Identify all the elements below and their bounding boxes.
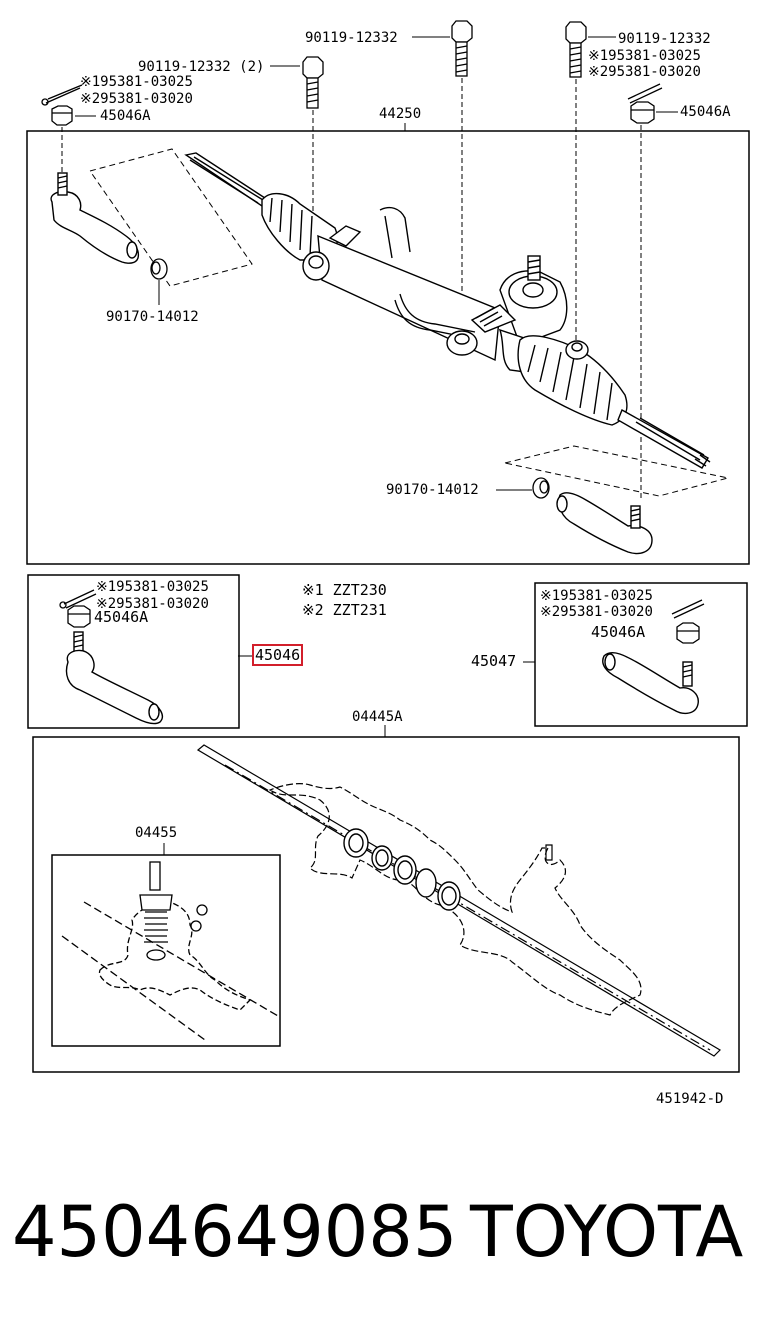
- inset-frame: [51, 854, 281, 1047]
- label-bolt-top-center: 90119-12332: [305, 30, 398, 46]
- main-panel-frame: [26, 130, 750, 565]
- label-nut-left: 45046A: [100, 108, 151, 124]
- gear-seals: [343, 828, 461, 911]
- label-nut-right: 45046A: [680, 104, 731, 120]
- cotter-pin-right: [627, 83, 663, 104]
- note-1: ※1 ZZT230: [302, 581, 387, 599]
- tie-rod-end-box-right: [602, 652, 699, 715]
- label-pin-left-2: ※295381-03020: [80, 91, 193, 107]
- bushing-left: [150, 258, 168, 280]
- tie-rod-end-left: [50, 172, 140, 264]
- right-dashed-box: [504, 445, 729, 497]
- label-box-right-nut: 45046A: [591, 623, 646, 641]
- left-dashed-box: [89, 148, 253, 287]
- bushing-right: [532, 477, 550, 499]
- bolt-right: [565, 21, 587, 78]
- cotter-pin-left: [41, 84, 83, 106]
- footer-brand: TOYOTA: [470, 1191, 744, 1273]
- label-inset: 04455: [135, 825, 178, 841]
- label-part-45047: 45047: [471, 652, 517, 670]
- footer-part-number: 4504649085: [12, 1191, 458, 1273]
- right-end-box-frame: [534, 582, 748, 727]
- gear-housing-outline: [196, 744, 721, 1057]
- gear-panel-frame: [32, 736, 740, 1073]
- label-box-left-pin-1: ※195381-03025: [96, 579, 209, 595]
- drawing-reference: 451942-D: [656, 1091, 724, 1107]
- label-bolt-top-right: 90119-12332: [618, 31, 711, 47]
- cotter-pin-box-right: [671, 599, 705, 619]
- label-gear-assembly: 04445A: [352, 709, 403, 725]
- nut-right: [630, 101, 655, 124]
- note-2: ※2 ZZT231: [302, 601, 387, 619]
- cotter-pin-box-left: [59, 589, 97, 609]
- label-bushing-left: 90170-14012: [106, 309, 199, 325]
- label-bushing-right: 90170-14012: [386, 482, 479, 498]
- nut-left: [51, 105, 73, 126]
- label-part-45046: 45046: [252, 644, 304, 666]
- label-pin-left-1: ※195381-03025: [80, 74, 193, 90]
- rack-housing: [184, 152, 711, 469]
- label-assembly: 44250: [379, 106, 422, 122]
- left-end-box-frame: [27, 574, 240, 729]
- inset-drawing: [61, 861, 279, 1041]
- label-pin-right-2: ※295381-03020: [588, 64, 701, 80]
- label-bolt-top-left: 90119-12332 (2): [138, 59, 265, 75]
- bolt-left: [302, 56, 324, 109]
- tie-rod-end-box-left: [65, 631, 164, 725]
- label-box-right-pin-2: ※295381-03020: [540, 604, 653, 620]
- bolt-center: [451, 20, 473, 77]
- label-box-right-pin-1: ※195381-03025: [540, 588, 653, 604]
- label-box-left-pin-2: ※295381-03020: [96, 596, 209, 612]
- tie-rod-end-right: [556, 492, 653, 555]
- label-pin-right-1: ※195381-03025: [588, 48, 701, 64]
- label-box-left-nut: 45046A: [94, 608, 149, 626]
- part-45046-highlight[interactable]: 45046: [252, 644, 304, 666]
- nut-box-right: [676, 622, 700, 644]
- nut-box-left: [67, 605, 91, 628]
